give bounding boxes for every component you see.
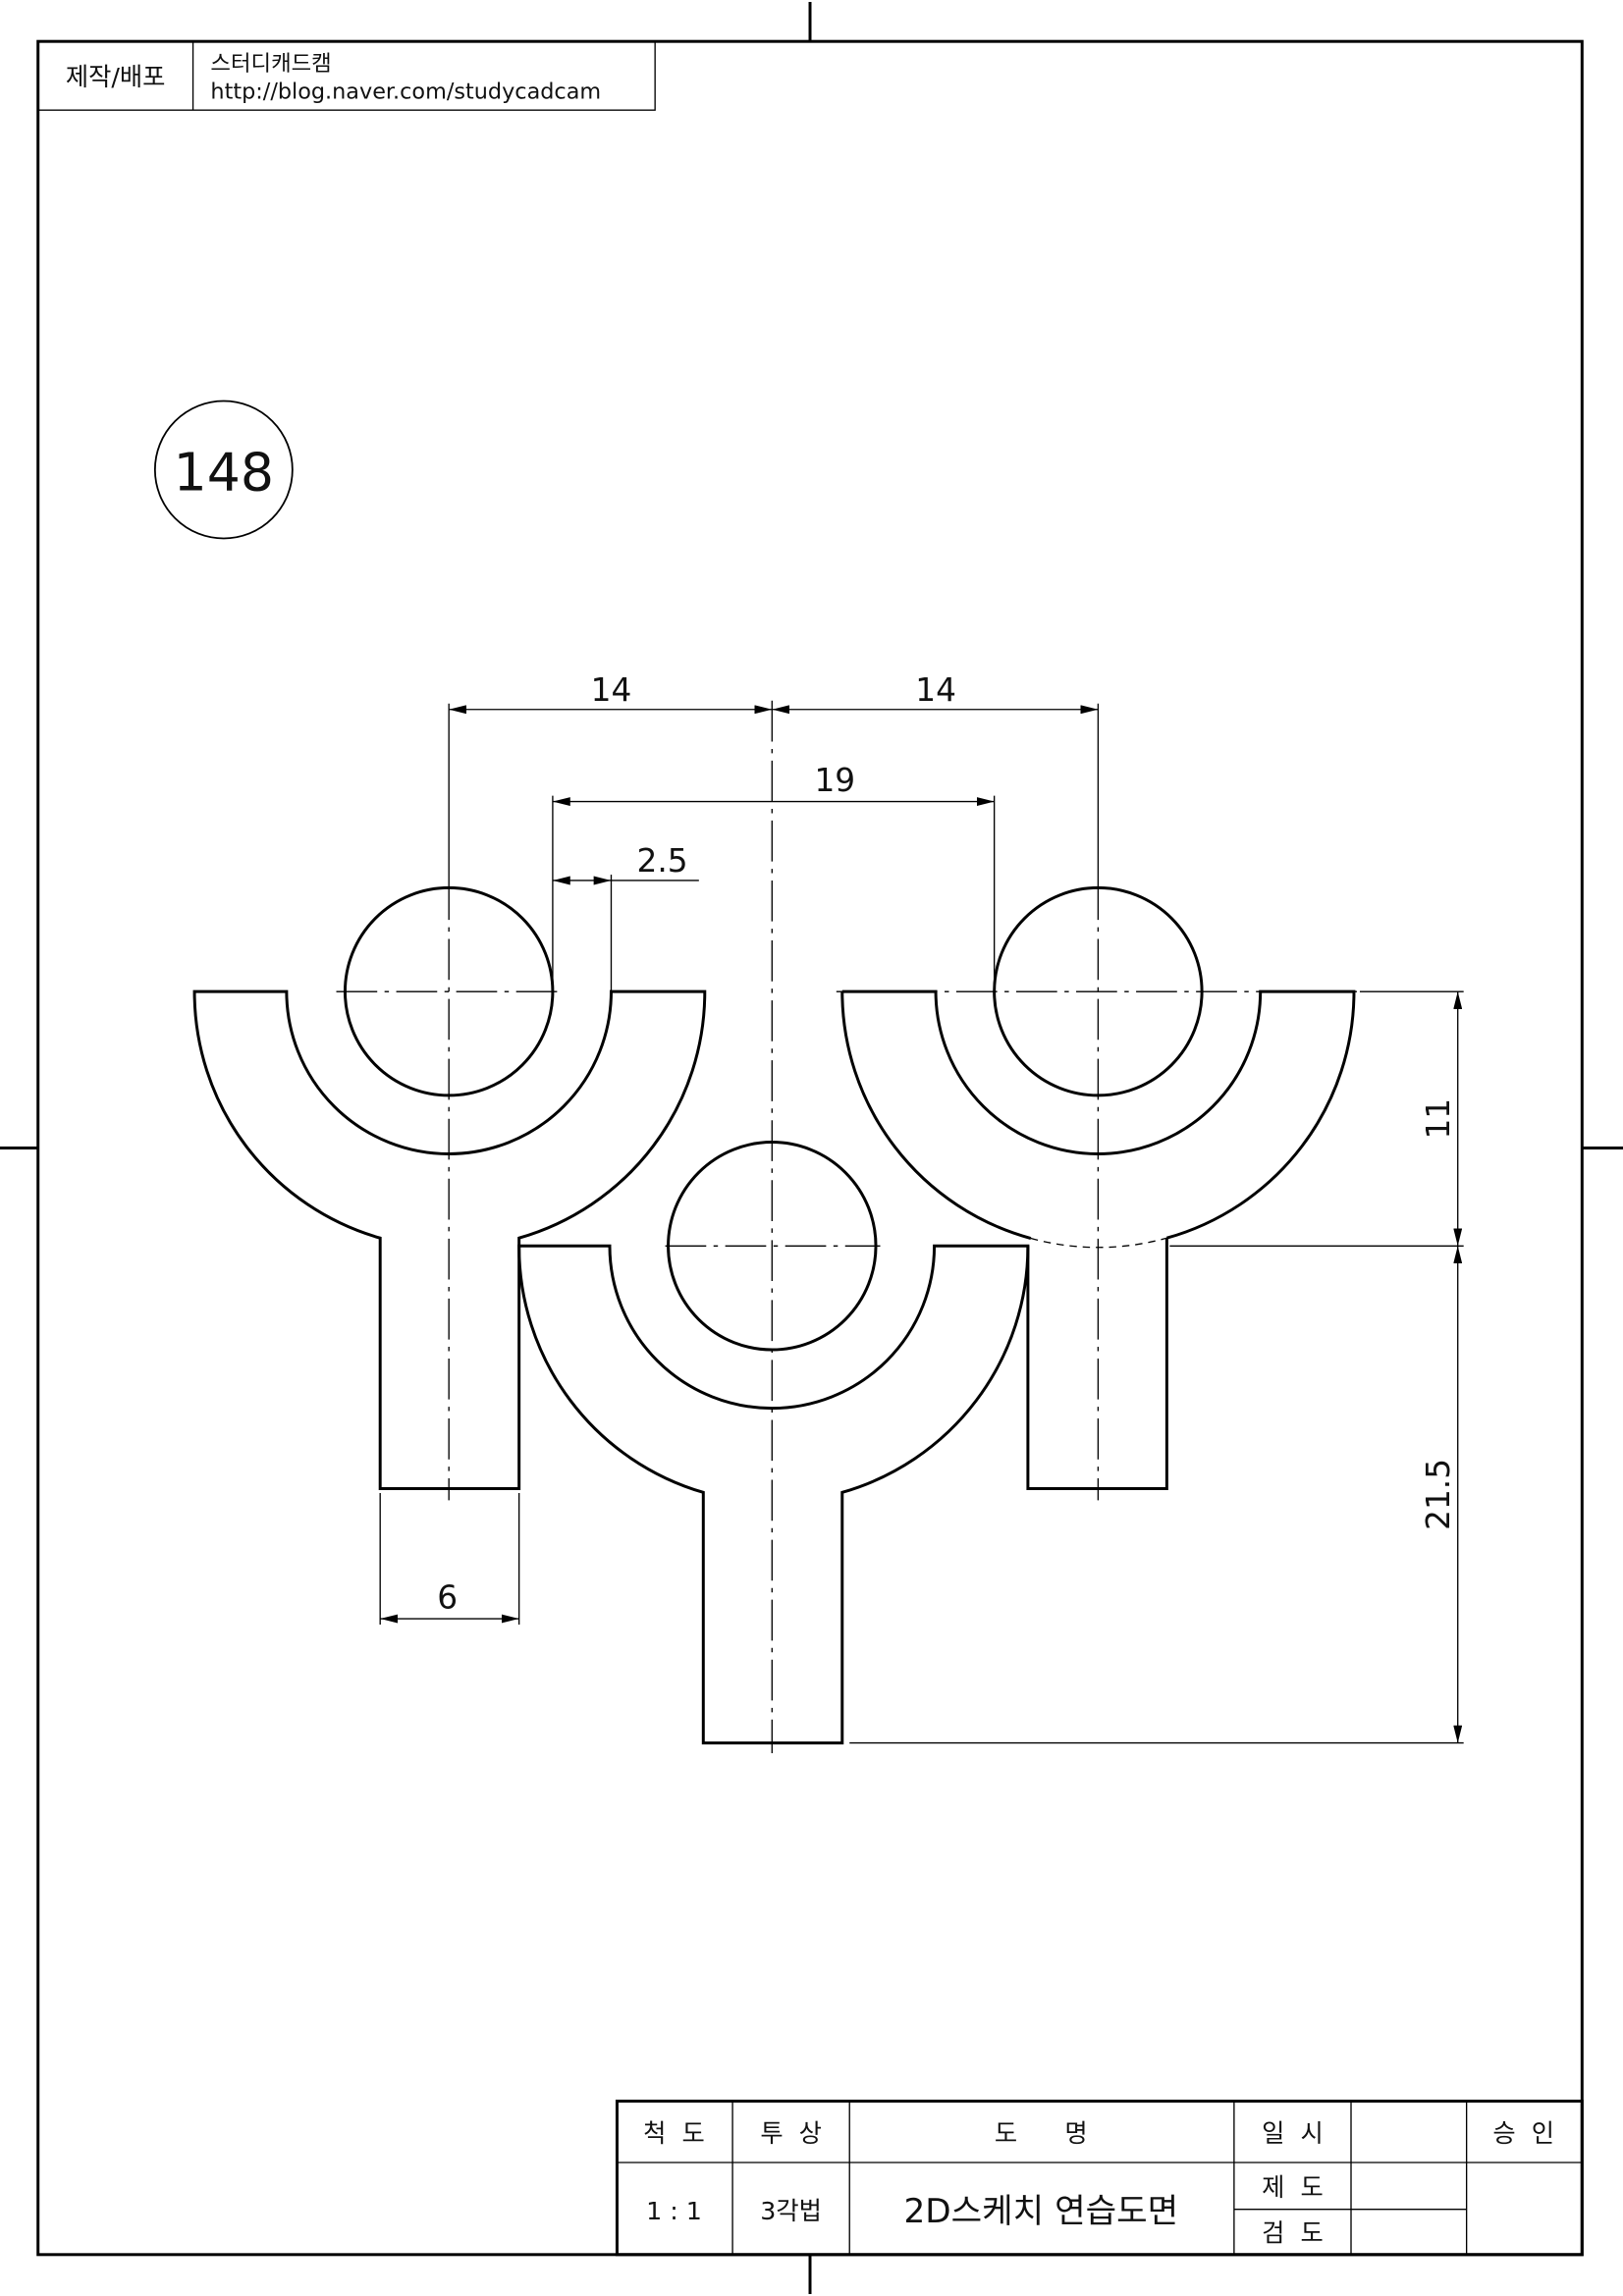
dimension-labels: 14 14 19 2.5 6 11 21.5 (437, 671, 1457, 1617)
projection-label: 투 상 (760, 2119, 822, 2148)
date-label: 일 시 (1262, 2119, 1324, 2148)
projection-value: 3각법 (760, 2197, 822, 2225)
scale-value: 1 : 1 (646, 2197, 702, 2225)
dim-21-5: 21.5 (1420, 1459, 1457, 1530)
right-y-part (840, 989, 1356, 1490)
dim-2-5: 2.5 (637, 842, 688, 880)
dim-right-14: 14 (915, 671, 956, 709)
dim-19: 19 (814, 762, 855, 799)
dim-11: 11 (1420, 1098, 1457, 1140)
drawing-number-badge: 148 (153, 400, 294, 540)
centerlines (336, 700, 1360, 1754)
dimension-lines (380, 705, 1463, 1743)
publisher-name: 스터디캐드캠 (210, 51, 331, 77)
approval-label: 승 인 (1492, 2119, 1554, 2148)
drawing-title: 2D스케치 연습도면 (903, 2192, 1178, 2231)
dim-6: 6 (437, 1579, 458, 1617)
drawing-number: 148 (174, 441, 274, 503)
publisher-label: 제작/배포 (66, 63, 166, 91)
publisher-box: 제작/배포 스터디캐드캠 http://blog.naver.com/study… (37, 40, 656, 111)
title-label: 도 명 (995, 2119, 1088, 2148)
checker-label: 검 도 (1262, 2218, 1324, 2247)
title-block: 척 도 투 상 도 명 일 시 승 인 1 : 1 3각법 2D스케치 연습도면… (615, 2099, 1584, 2257)
dim-left-14: 14 (591, 671, 632, 709)
scale-label: 척 도 (643, 2119, 705, 2148)
part-geometry (192, 885, 1356, 1745)
middle-y-part (517, 1244, 1030, 1745)
extension-lines (379, 703, 1464, 1744)
drafter-label: 제 도 (1262, 2173, 1324, 2202)
right-hidden-arc (1030, 1237, 1167, 1249)
publisher-url: http://blog.naver.com/studycadcam (210, 79, 601, 104)
left-y-part (192, 989, 707, 1490)
